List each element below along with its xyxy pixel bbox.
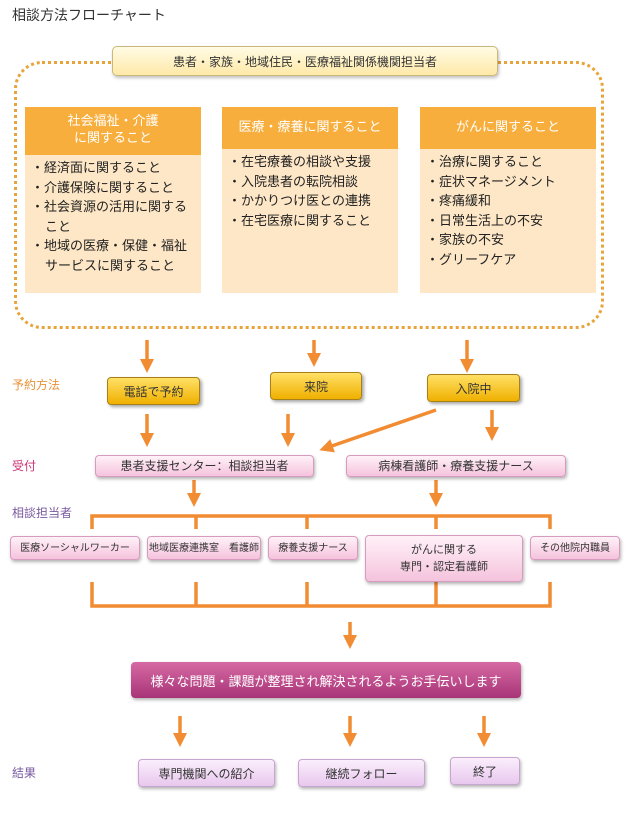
staff-top-bracket — [90, 514, 552, 529]
category-medical-list: 在宅療養の相談や支援 入院患者の転院相談 かかりつけ医との連携 在宅医療に関する… — [222, 149, 398, 231]
category-welfare-heading: 社会福祉・介護 に関すること — [25, 107, 201, 155]
label-result: 結果 — [12, 766, 37, 780]
staff-cancer-specialist-nurse: がんに関する 専門・認定看護師 — [365, 535, 523, 582]
result-follow-up: 継続フォロー — [298, 759, 425, 787]
ward-nurse-box: 病棟看護師・療養支援ナース — [346, 455, 566, 477]
list-item: 日常生活上の不安 — [426, 212, 590, 232]
category-cancer: がんに関すること 治療に関すること 症状マネージメント 疼痛緩和 日常生活上の不… — [420, 107, 596, 293]
category-cancer-heading: がんに関すること — [420, 107, 596, 149]
result-referral: 専門機関への紹介 — [138, 759, 275, 787]
patient-support-center-box: 患者支援センター：相談担当者 — [95, 455, 314, 477]
label-staff: 相談担当者 — [12, 506, 73, 520]
phone-reservation-button[interactable]: 電話で予約 — [107, 377, 200, 405]
staff-medical-social-worker: 医療ソーシャルワーカー — [10, 536, 140, 560]
inpatient-button[interactable]: 入院中 — [427, 374, 520, 402]
staff-other-hospital-staff: その他院内職員 — [530, 536, 620, 560]
list-item: 在宅医療に関すること — [228, 212, 392, 232]
staff-care-support-nurse: 療養支援ナース — [268, 536, 358, 560]
list-item: グリーフケア — [426, 251, 590, 271]
category-cancer-list: 治療に関すること 症状マネージメント 疼痛緩和 日常生活上の不安 家族の不安 グ… — [420, 149, 596, 270]
list-item: 入院患者の転院相談 — [228, 173, 392, 193]
list-item: 治療に関すること — [426, 153, 590, 173]
list-item: 在宅療養の相談や支援 — [228, 153, 392, 173]
list-item: かかりつけ医との連携 — [228, 192, 392, 212]
category-medical: 医療・療養に関すること 在宅療養の相談や支援 入院患者の転院相談 かかりつけ医と… — [222, 107, 398, 293]
consulters-box: 患者・家族・地域住民・医療福祉関係機関担当者 — [112, 46, 498, 76]
staff-bottom-bracket — [90, 582, 552, 608]
staff-regional-liaison-nurse: 地域医療連携室 看護師 — [147, 536, 261, 560]
list-item: 症状マネージメント — [426, 173, 590, 193]
list-item: 社会資源の活用に関すること — [31, 198, 195, 237]
visit-button[interactable]: 来院 — [270, 372, 362, 400]
label-reservation: 予約方法 — [12, 378, 61, 392]
category-medical-heading: 医療・療養に関すること — [222, 107, 398, 149]
arrow-inpatient-to-center — [319, 408, 437, 453]
list-item: 家族の不安 — [426, 231, 590, 251]
label-reception: 受付 — [12, 459, 37, 473]
list-item: 疼痛緩和 — [426, 192, 590, 212]
list-item: 介護保険に関すること — [31, 179, 195, 199]
result-end: 終了 — [450, 757, 520, 785]
list-item: 地域の医療・保健・福祉サービスに関すること — [31, 237, 195, 276]
page-title: 相談方法フローチャート — [12, 8, 166, 24]
list-item: 経済面に関すること — [31, 159, 195, 179]
category-welfare: 社会福祉・介護 に関すること 経済面に関すること 介護保険に関すること 社会資源… — [25, 107, 201, 293]
outcome-banner: 様々な問題・課題が整理され解決されるようお手伝いします — [131, 662, 521, 698]
category-welfare-list: 経済面に関すること 介護保険に関すること 社会資源の活用に関すること 地域の医療… — [25, 155, 201, 276]
